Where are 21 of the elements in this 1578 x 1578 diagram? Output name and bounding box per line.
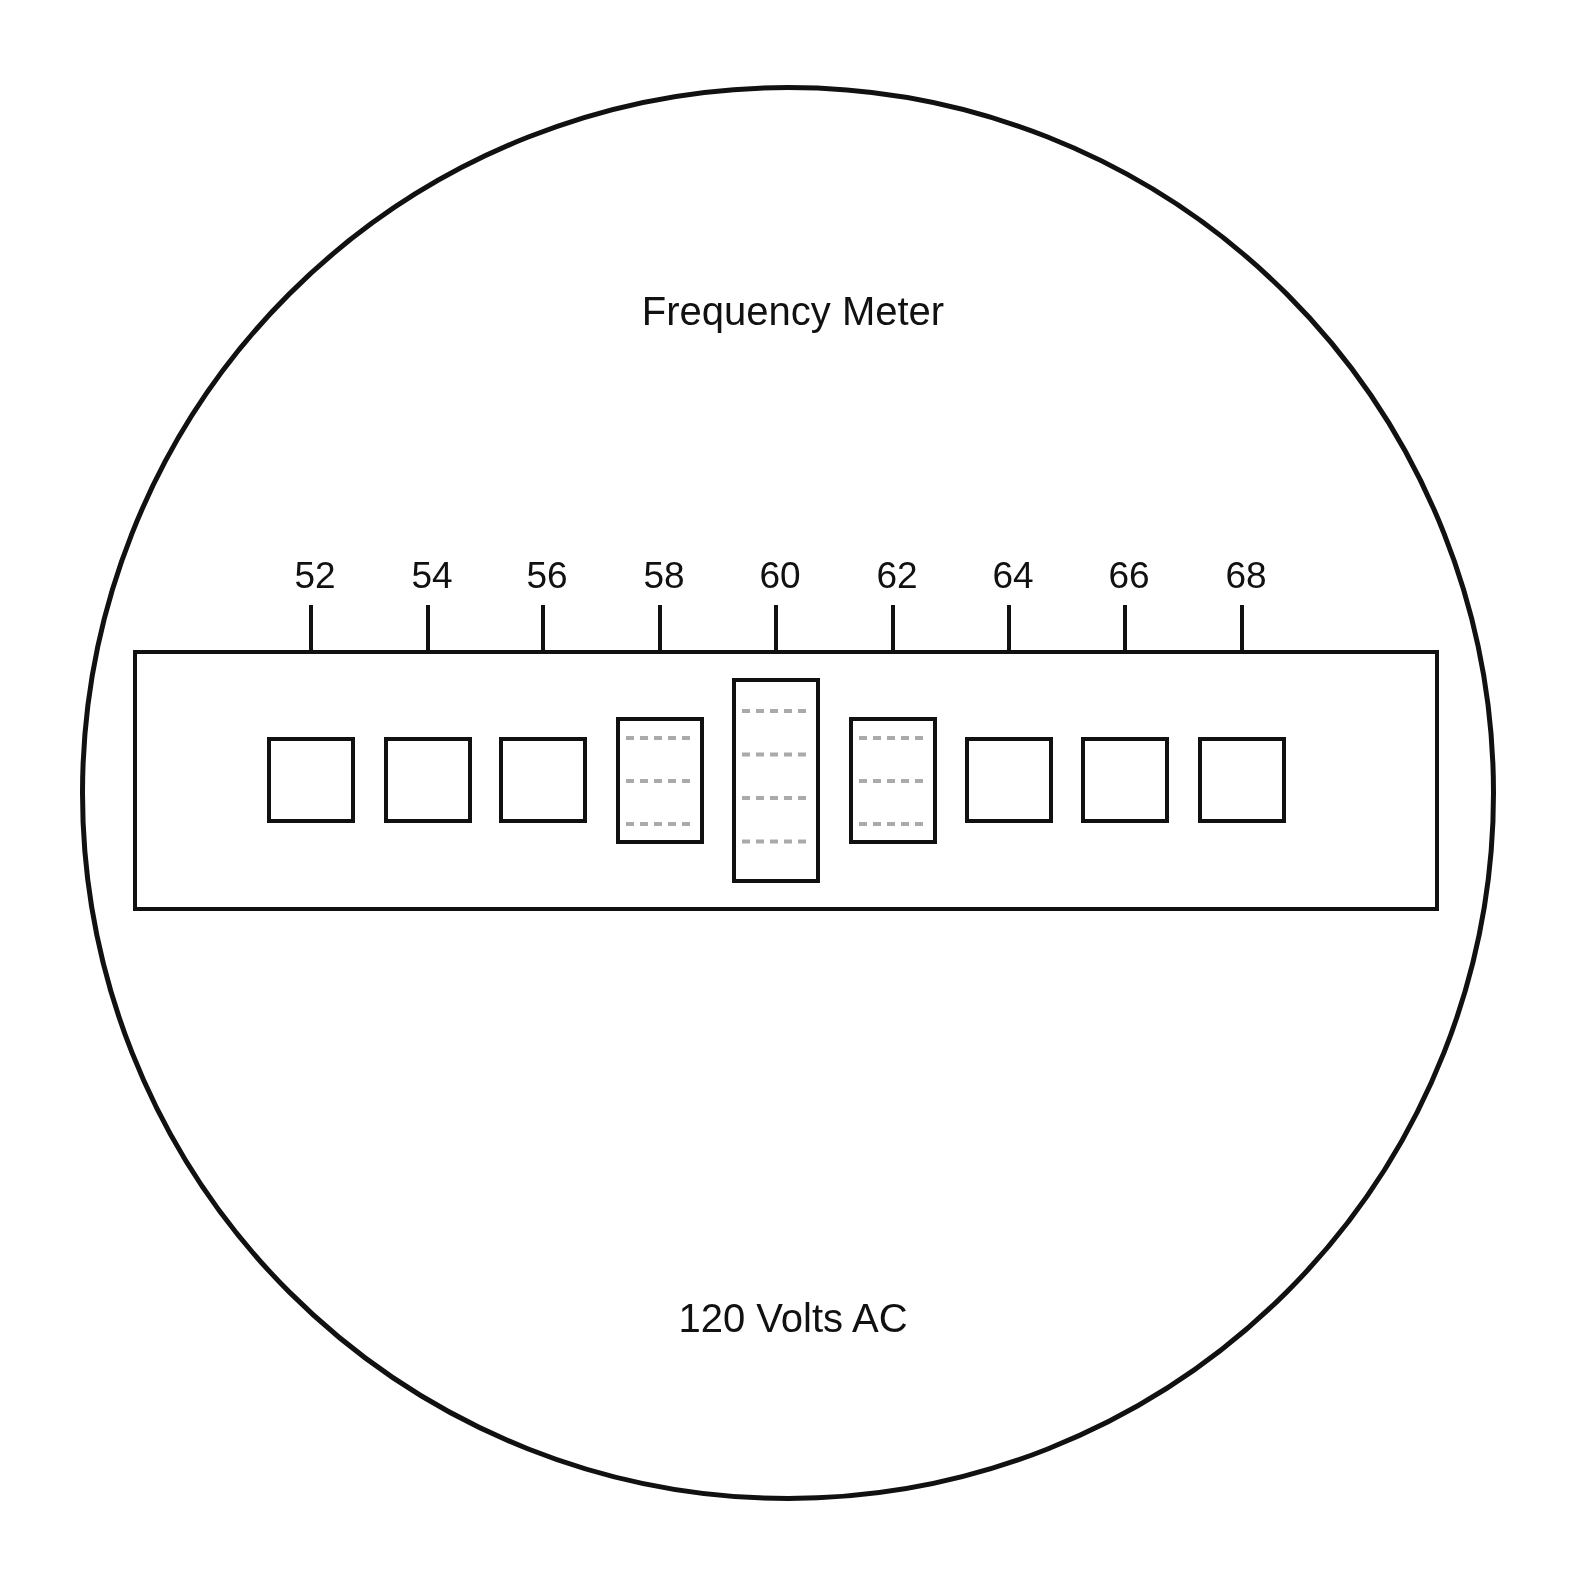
scale-number: 62 [876, 555, 918, 597]
scale-number: 64 [992, 555, 1034, 597]
scale-number: 54 [411, 555, 453, 597]
reed-box [384, 737, 472, 823]
scale-number: 60 [759, 555, 801, 597]
reed-box [616, 717, 704, 844]
reed-box [849, 717, 937, 844]
scale-number: 68 [1225, 555, 1267, 597]
reed-box [1081, 737, 1169, 823]
reed-box [1198, 737, 1286, 823]
scale-number: 66 [1108, 555, 1150, 597]
reed-box [732, 678, 820, 883]
scale-number: 58 [643, 555, 685, 597]
scale-number: 56 [526, 555, 568, 597]
reed-box [267, 737, 355, 823]
voltage-rating: 120 Volts AC [678, 1295, 908, 1341]
reed-window-panel [133, 650, 1439, 911]
reed-box [965, 737, 1053, 823]
reed-box [499, 737, 587, 823]
meter-title: Frequency Meter [641, 288, 945, 334]
scale-number: 52 [294, 555, 336, 597]
